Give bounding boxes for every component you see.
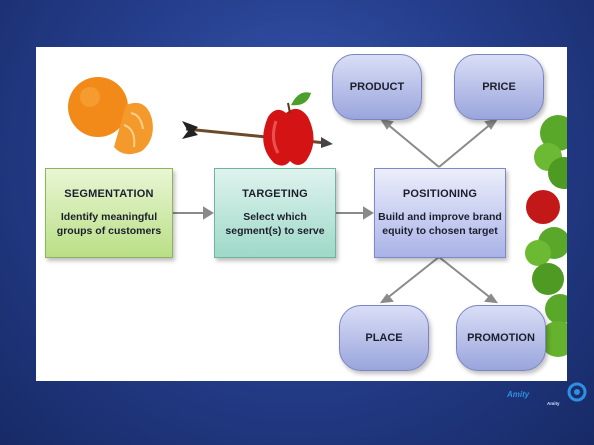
diagram-panel: SEGMENTATION Identify meaningful groups … bbox=[36, 47, 567, 381]
segmentation-desc-line-2: groups of customers bbox=[56, 225, 162, 237]
green-apples-image bbox=[525, 115, 567, 357]
targeting-desc-line-2: segment(s) to serve bbox=[225, 225, 325, 237]
targeting-desc-line-1: Select which bbox=[243, 211, 307, 223]
targeting-title: TARGETING bbox=[242, 188, 308, 200]
promotion-box: PROMOTION bbox=[456, 305, 546, 371]
apple-arrow-image bbox=[182, 92, 333, 166]
product-box: PRODUCT bbox=[332, 54, 422, 120]
positioning-title: POSITIONING bbox=[402, 188, 478, 200]
orange-image bbox=[68, 77, 153, 155]
positioning-desc-line-2: equity to chosen target bbox=[382, 225, 498, 237]
segmentation-title: SEGMENTATION bbox=[64, 188, 154, 200]
positioning-desc-line-1: Build and improve brand bbox=[378, 211, 502, 223]
positioning-box: POSITIONING Build and improve brand equi… bbox=[374, 168, 506, 258]
logo-icon bbox=[567, 382, 587, 402]
logo-text: Amity bbox=[507, 390, 530, 399]
price-box: PRICE bbox=[454, 54, 544, 120]
logo: Amity Amity bbox=[507, 382, 591, 410]
place-box: PLACE bbox=[339, 305, 429, 371]
flow-arrows bbox=[172, 118, 499, 304]
logo-subtext: Amity bbox=[547, 401, 560, 406]
segmentation-desc-line-1: Identify meaningful bbox=[60, 211, 158, 223]
diagram-graphics bbox=[68, 77, 567, 357]
segmentation-box: SEGMENTATION Identify meaningful groups … bbox=[45, 168, 173, 258]
targeting-box: TARGETING Select which segment(s) to ser… bbox=[214, 168, 336, 258]
